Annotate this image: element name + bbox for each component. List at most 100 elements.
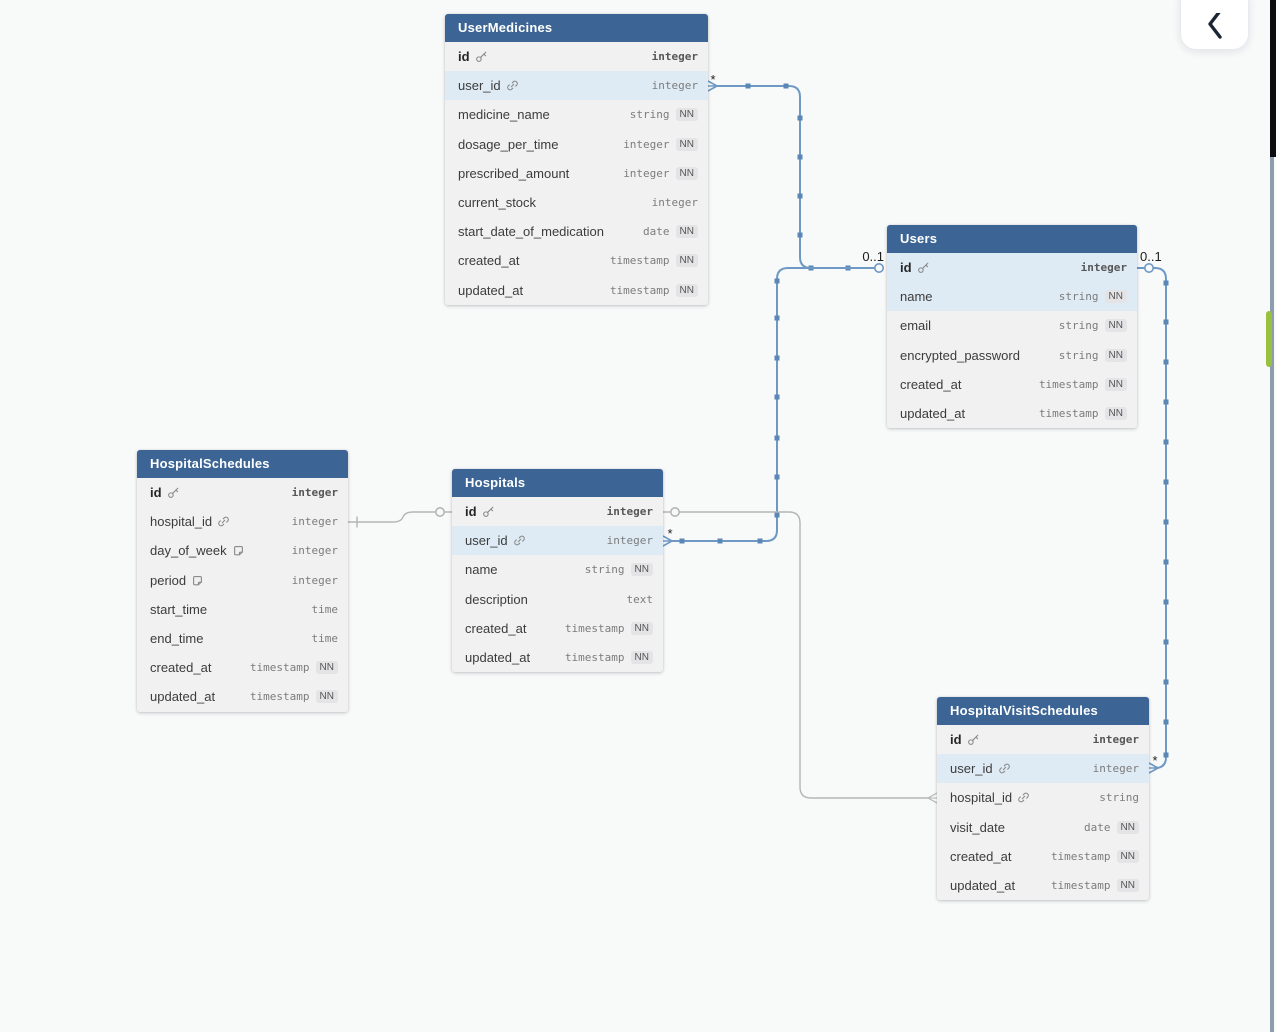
relationship-waypoint-dot[interactable]: [757, 538, 763, 544]
relationship-waypoint-dot[interactable]: [797, 193, 803, 199]
relationship[interactable]: [662, 506, 938, 804]
relationship-waypoint-dot[interactable]: [1163, 319, 1169, 325]
field-meta: integer: [292, 515, 338, 528]
relationship-waypoint-dot[interactable]: [797, 232, 803, 238]
field-name-text: created_at: [950, 848, 1012, 864]
relationship-waypoint-dot[interactable]: [797, 115, 803, 121]
relationship-waypoint-dot[interactable]: [774, 474, 780, 480]
field-type: timestamp: [609, 283, 670, 297]
not-null-badge: NN: [675, 108, 698, 122]
field-type: integer: [623, 137, 670, 151]
relationship-waypoint-dot[interactable]: [1163, 752, 1169, 758]
relationship-waypoint-dot[interactable]: [797, 154, 803, 160]
table-header[interactable]: UserMedicines: [445, 14, 708, 42]
relationship[interactable]: *: [662, 267, 875, 547]
relationship-waypoint-dot[interactable]: [1163, 439, 1169, 445]
relationship-waypoint-dot[interactable]: [679, 538, 685, 544]
relationship-waypoint-dot[interactable]: [1163, 399, 1169, 405]
table-header[interactable]: Hospitals: [452, 469, 663, 497]
field-name: user_id: [950, 761, 1011, 776]
field-name-text: name: [465, 562, 498, 578]
field-type: integer: [606, 534, 653, 548]
field-name: start_time: [150, 602, 207, 617]
relationship-waypoint-dot[interactable]: [717, 538, 723, 544]
field-type: integer: [291, 515, 338, 529]
relationship-waypoint-dot[interactable]: [1163, 519, 1169, 525]
relationship-waypoint-dot[interactable]: [774, 278, 780, 284]
field-meta: time: [312, 632, 339, 645]
relationship-waypoint-dot[interactable]: [1163, 639, 1169, 645]
relationship-waypoint-dot[interactable]: [1163, 280, 1169, 286]
relationship-waypoint-dot[interactable]: [1163, 559, 1169, 565]
relationship-waypoint-dot[interactable]: [774, 394, 780, 400]
relationship-waypoint-dot[interactable]: [774, 512, 780, 518]
collapse-panel-button[interactable]: [1180, 0, 1249, 50]
relationship-waypoint-dot[interactable]: [1163, 679, 1169, 685]
relationship-waypoint-dot[interactable]: [1163, 479, 1169, 485]
field-meta: integer: [607, 534, 653, 547]
table-header[interactable]: HospitalSchedules: [137, 450, 348, 478]
relationship[interactable]: [347, 506, 453, 528]
relationship-waypoint-dot[interactable]: [1163, 719, 1169, 725]
relationship-waypoint-dot[interactable]: [1163, 599, 1169, 605]
relationship[interactable]: 0..1*: [1136, 249, 1169, 774]
right-panel-divider-line[interactable]: [1270, 157, 1274, 1032]
relationship-waypoint-dot[interactable]: [774, 355, 780, 361]
many-crowfoot-marker: [1148, 762, 1159, 774]
relationship-waypoint-dot[interactable]: [783, 83, 789, 89]
table-header[interactable]: HospitalVisitSchedules: [937, 697, 1149, 725]
relationship-waypoint-dot[interactable]: [745, 83, 751, 89]
relationship-waypoint-dot[interactable]: [774, 315, 780, 321]
not-null-badge: NN: [1104, 377, 1127, 391]
field-name: description: [465, 592, 528, 607]
field-meta: integer: [607, 505, 653, 518]
relationship[interactable]: *0..1: [707, 72, 884, 273]
table-header[interactable]: Users: [887, 225, 1137, 253]
field-name-text: updated_at: [150, 689, 216, 705]
relationship-waypoint-dot[interactable]: [774, 435, 780, 441]
relationship-waypoint-dot[interactable]: [1163, 359, 1169, 365]
